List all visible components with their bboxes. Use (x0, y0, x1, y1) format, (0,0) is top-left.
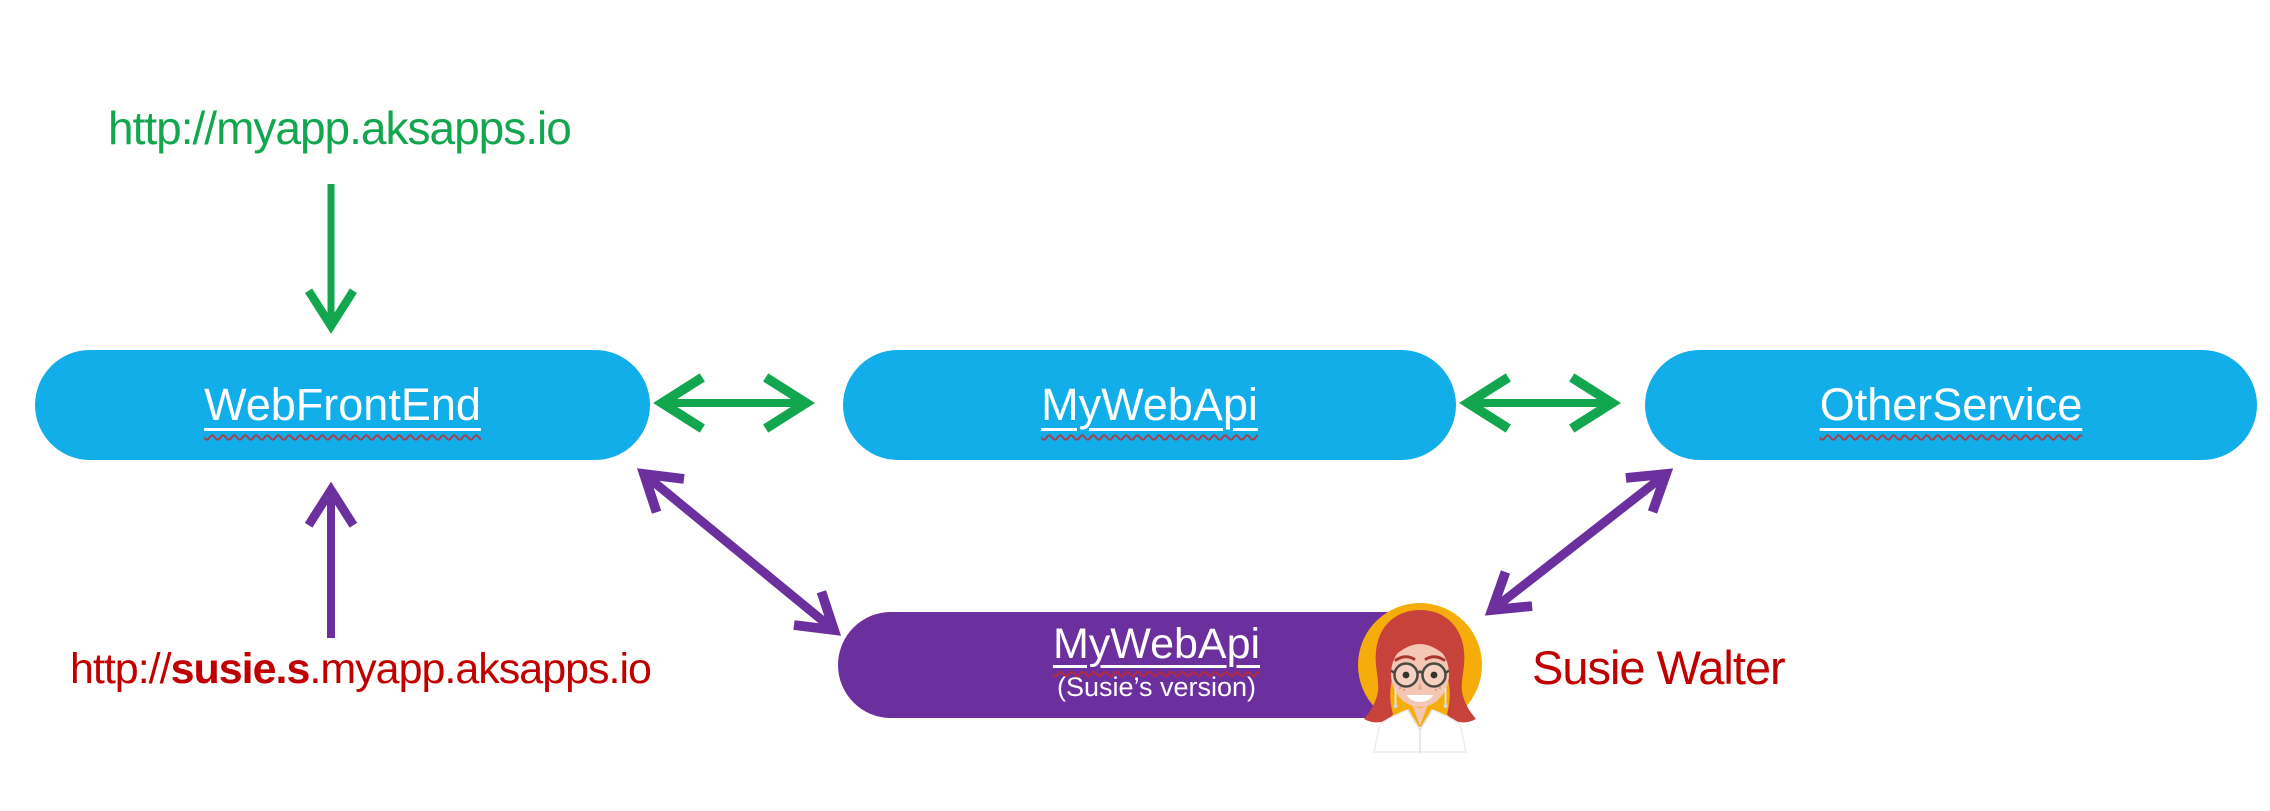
susie-name-label: Susie Walter (1532, 641, 1786, 694)
susie-url-label: http://susie.s.myapp.aksapps.io (70, 645, 652, 693)
arrow-susie-url-to-webfrontend-icon (304, 481, 358, 638)
service-node-webfrontend: WebFrontEnd (35, 350, 650, 460)
public-url-label: http://myapp.aksapps.io (108, 102, 572, 154)
arrow-susie-mywebapi-otherservice-icon (1484, 468, 1674, 616)
webfrontend-label: WebFrontEnd (204, 379, 481, 431)
mywebapi-susie-sublabel: (Susie’s version) (1056, 671, 1257, 702)
susie-avatar-icon (1358, 603, 1482, 754)
mywebapi-susie-label: MyWebApi (1052, 619, 1261, 668)
arrow-webfrontend-mywebapi-icon (653, 373, 815, 433)
mywebapi-label: MyWebApi (1041, 379, 1258, 431)
arrow-mywebapi-otherservice-icon (1459, 373, 1621, 433)
susie-url-highlight: susie.s (170, 645, 311, 693)
arrow-webfrontend-susie-mywebapi-icon (636, 468, 842, 636)
service-node-mywebapi: MyWebApi (843, 350, 1456, 460)
otherservice-label: OtherService (1819, 379, 2083, 431)
susie-url-rest: .myapp.aksapps.io (309, 645, 652, 693)
arrow-public-url-to-webfrontend-icon (305, 184, 357, 334)
susie-url-prefix: http:// (70, 645, 172, 693)
service-node-otherservice: OtherService (1645, 350, 2257, 460)
